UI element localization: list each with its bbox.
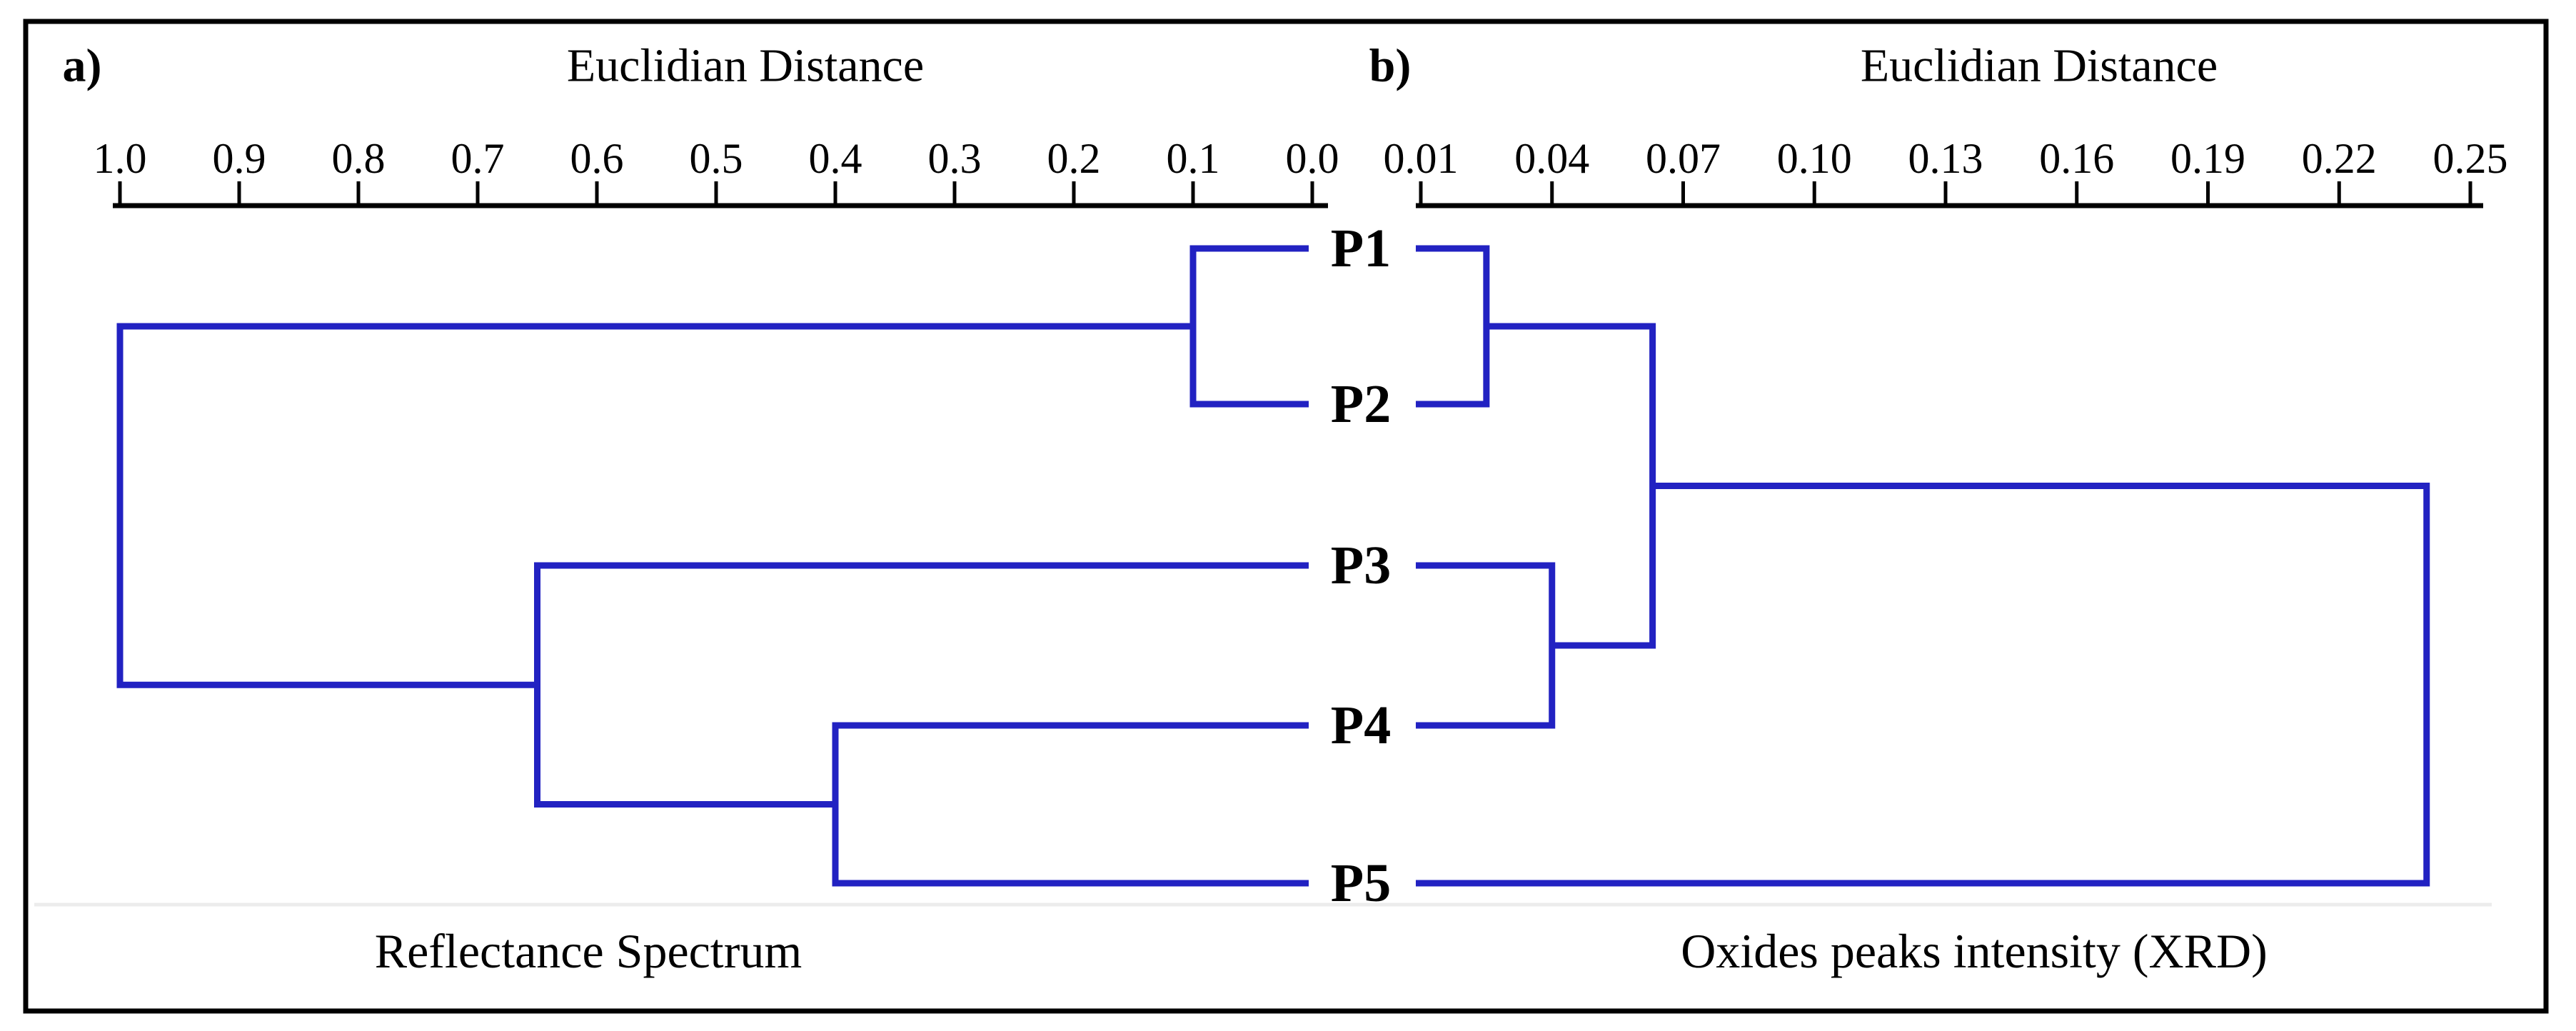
dendrogram-link: [1416, 483, 2430, 887]
leaf-label: P3: [1331, 535, 1391, 595]
panel-b-dendrogram: 0.01 0.04 0.07 0.10 0.13 0.16 0.19 0.22 0.25: [1384, 135, 2508, 887]
axis-tick-label: 0.8: [332, 135, 386, 182]
axis-tick-label: 0.13: [1908, 135, 1983, 182]
axis-tick-label: 0.0: [1286, 135, 1339, 182]
leaf-label: P1: [1331, 218, 1391, 278]
axis-tick-label: 0.10: [1777, 135, 1852, 182]
axis-tick-label: 0.22: [2302, 135, 2377, 182]
axis-tick-label: 0.2: [1047, 135, 1101, 182]
figure-border: [23, 19, 2549, 1014]
panel-b-label: b): [1369, 40, 1412, 92]
leaf-label: P4: [1331, 695, 1391, 755]
leaf-label: P5: [1331, 853, 1391, 913]
axis-tick-label: 0.07: [1646, 135, 1721, 182]
panel-b-axis-title: Euclidian Distance: [1861, 40, 2218, 92]
axis-tick-label: 0.7: [451, 135, 505, 182]
leaf-label: P2: [1331, 374, 1391, 434]
axis-tick-label: 0.5: [690, 135, 743, 182]
axis-tick-label: 0.1: [1167, 135, 1220, 182]
panel-a-caption: Reflectance Spectrum: [375, 924, 803, 978]
axis-tick-label: 0.04: [1514, 135, 1589, 182]
axis-tick-label: 0.01: [1384, 135, 1459, 182]
dendrogram-link: [1486, 323, 1656, 649]
axis-tick-label: 0.16: [2039, 135, 2114, 182]
axis-tick-label: 0.9: [213, 135, 266, 182]
panel-a-dendrogram: 1.0 0.9 0.8 0.7 0.6 0.5 0.4 0.3 0.2 0.1 0.0: [94, 135, 1339, 887]
axis-tick-label: 1.0: [94, 135, 147, 182]
axis-tick-label: 0.3: [928, 135, 982, 182]
dendrogram-link: [832, 722, 1309, 887]
dendrogram-link: [534, 562, 1309, 808]
panel-a-axis-title: Euclidian Distance: [567, 40, 924, 92]
dendrogram-link: [1416, 245, 1490, 408]
axis-tick-label: 0.19: [2170, 135, 2245, 182]
dendrogram-link: [116, 323, 1193, 688]
dendrogram-link: [1416, 562, 1556, 729]
panel-a-label: a): [63, 40, 102, 92]
axis-tick-label: 0.25: [2433, 135, 2508, 182]
panel-b-caption: Oxides peaks intensity (XRD): [1681, 924, 2268, 978]
dendrogram-link: [1189, 245, 1309, 408]
axis-tick-label: 0.4: [809, 135, 862, 182]
axis-tick-label: 0.6: [570, 135, 624, 182]
